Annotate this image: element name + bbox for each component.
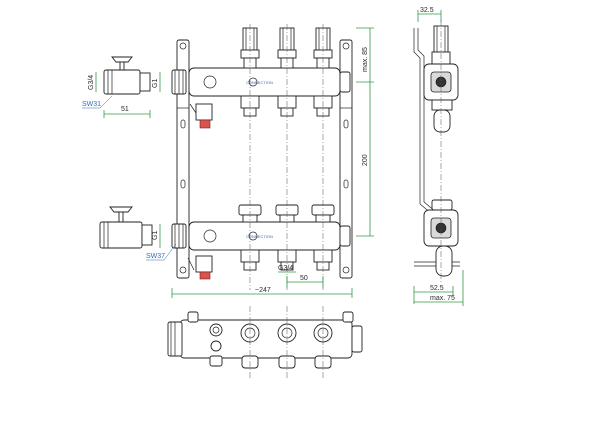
brand-label-bottom: CONNECTION bbox=[246, 234, 273, 239]
ball-valve-bottom bbox=[99, 206, 153, 249]
dim-32-5: 32.5 bbox=[420, 7, 434, 14]
callout-sw31: SW31 bbox=[82, 95, 113, 109]
front-view: CONNECTION bbox=[171, 24, 353, 290]
dim-247: ~247 bbox=[255, 287, 271, 294]
ball-valve-top bbox=[103, 56, 151, 95]
right-bracket bbox=[339, 39, 353, 279]
dim-max-85: max. 85 bbox=[362, 47, 369, 72]
dim-max-75: max. 75 bbox=[430, 295, 455, 302]
drain-valve-bottom bbox=[187, 255, 213, 280]
brand-label-top: CONNECTION bbox=[246, 80, 273, 85]
top-view bbox=[167, 306, 363, 378]
sw37-label: SW37 bbox=[146, 253, 165, 260]
side-view bbox=[413, 20, 460, 282]
dim-51: 51 bbox=[121, 106, 129, 113]
dim-g1-bottom: G1 bbox=[152, 231, 159, 240]
side-dimensions: 32.5 52.5 max. 75 bbox=[413, 7, 464, 306]
return-manifold-bar: CONNECTION bbox=[171, 221, 351, 251]
dim-g1-top: G1 bbox=[152, 79, 159, 88]
callout-sw37: SW37 bbox=[146, 243, 177, 261]
top-outlets bbox=[240, 95, 333, 117]
flow-meters bbox=[240, 27, 333, 69]
dim-50: 50 bbox=[300, 275, 308, 282]
dim-g34-outlet: G3/4 bbox=[278, 265, 293, 272]
valve-caps bbox=[238, 204, 335, 223]
supply-manifold-bar: CONNECTION bbox=[171, 67, 351, 97]
dim-g34-top: G3/4 bbox=[88, 75, 95, 90]
drain-valve-top bbox=[189, 103, 213, 129]
dim-200: 200 bbox=[362, 154, 369, 166]
left-bracket bbox=[176, 39, 190, 279]
dimension-lines: 51 G3/4 G1 G1 max. 85 200 G3/4 50 ~247 bbox=[88, 27, 374, 298]
sw31-label: SW31 bbox=[82, 101, 101, 108]
dim-52-5: 52.5 bbox=[430, 285, 444, 292]
